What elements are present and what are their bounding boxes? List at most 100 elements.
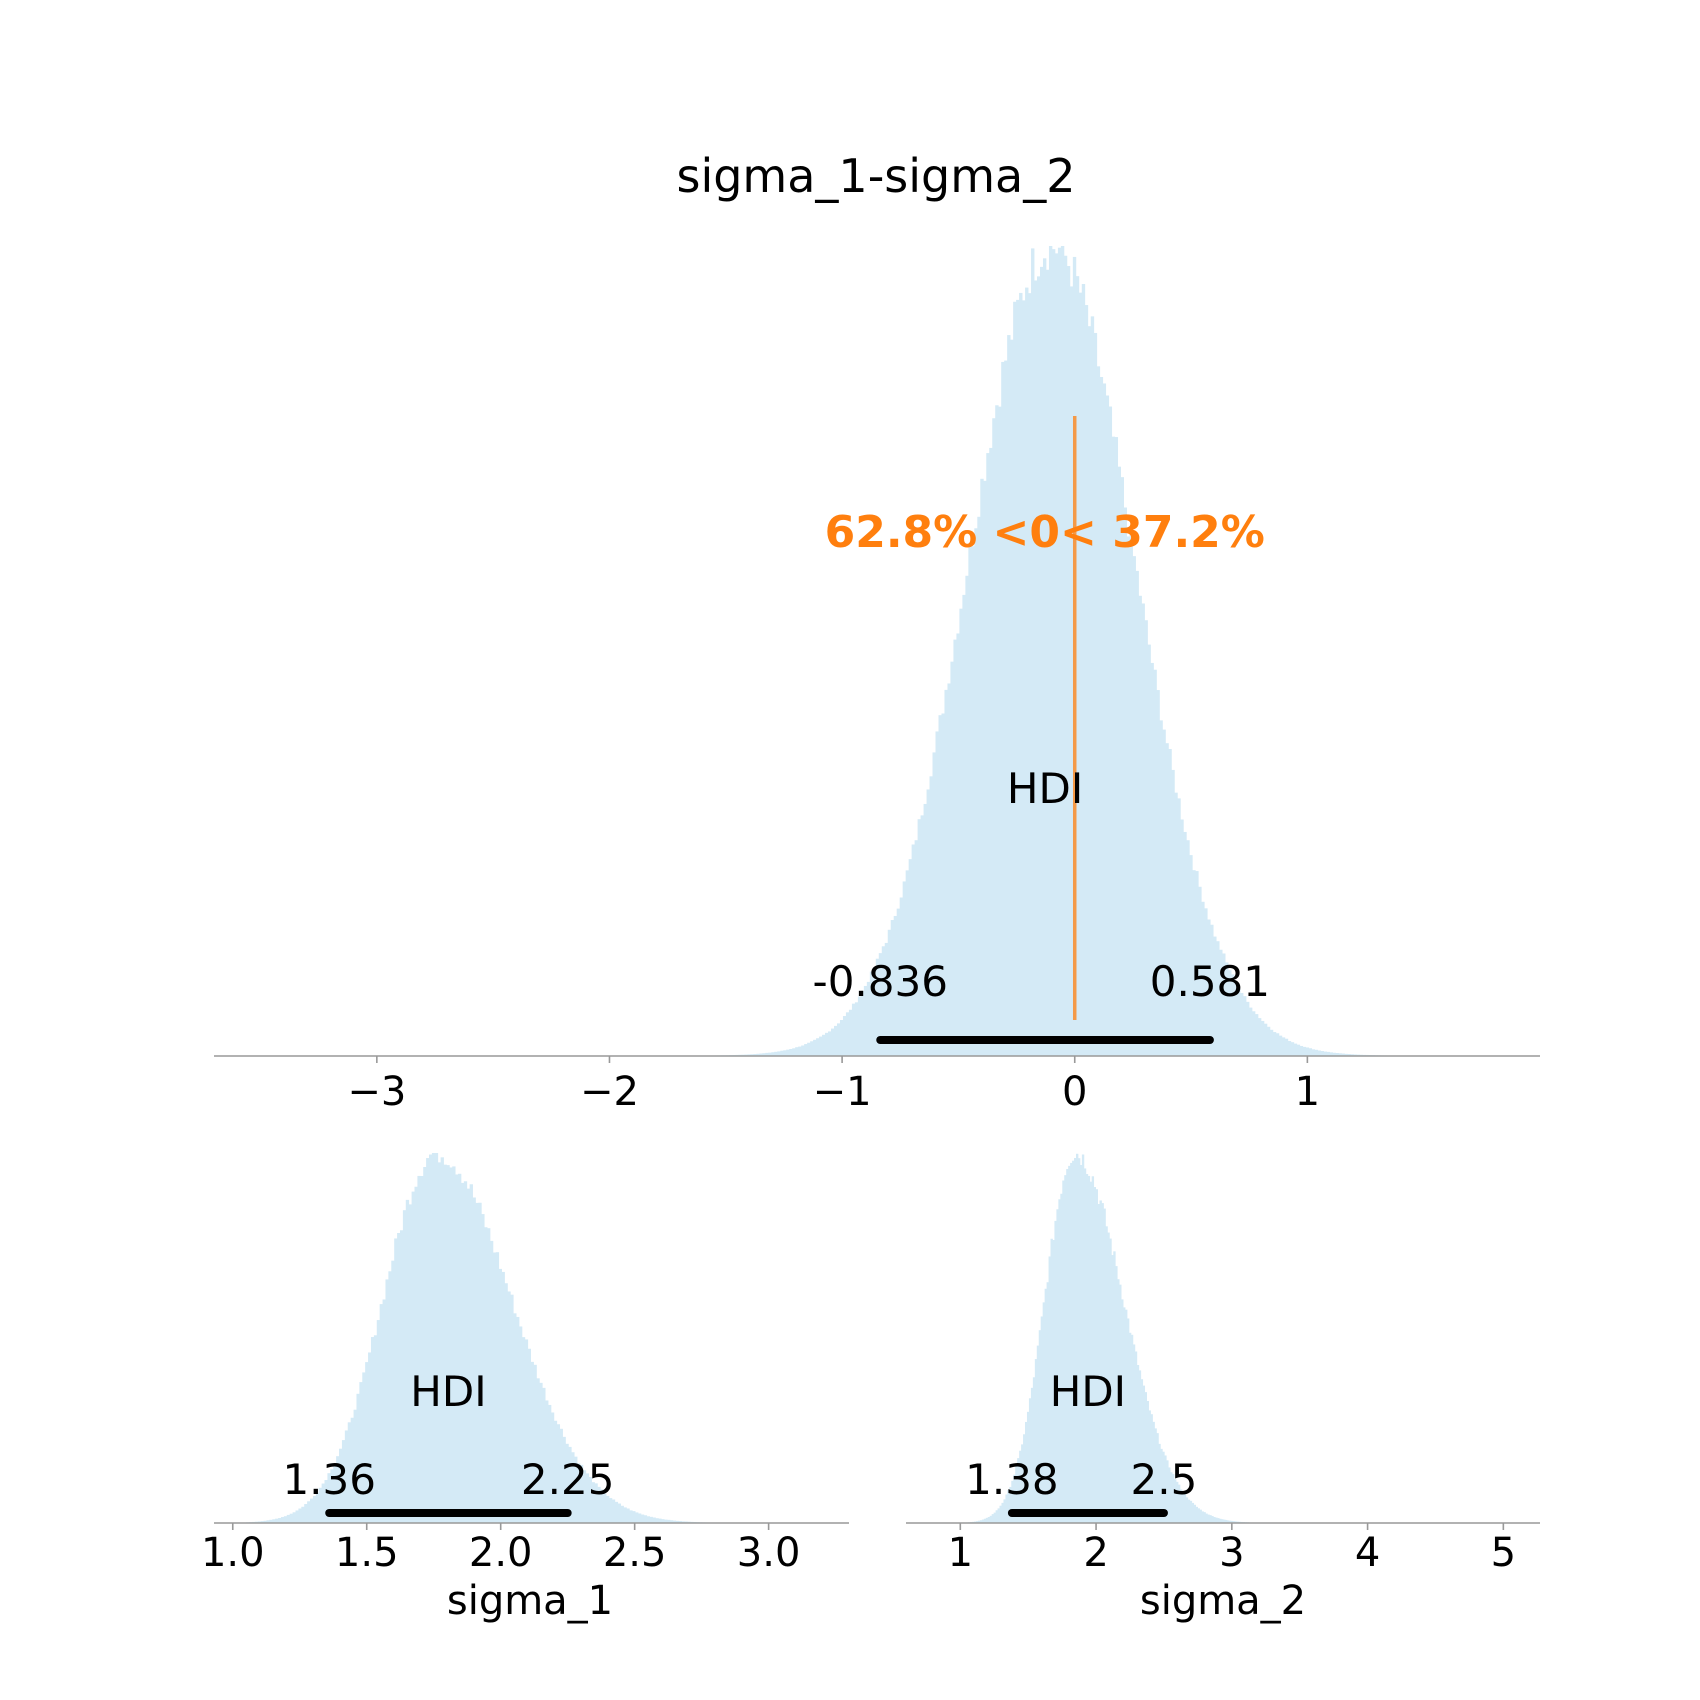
histogram-bar [1038, 1330, 1042, 1523]
histogram-bar [498, 1268, 502, 1523]
histogram-bar [301, 1506, 305, 1523]
histogram-bar [1009, 1486, 1012, 1523]
histogram-bar [1042, 258, 1047, 1056]
histogram-bar [1257, 1018, 1262, 1056]
histogram-bar [1005, 1494, 1008, 1523]
histogram-bar [944, 689, 948, 1056]
histogram-bar [330, 1469, 334, 1523]
histogram-bar [504, 1283, 508, 1523]
histogram-bar [495, 1252, 500, 1523]
histogram-bar [1034, 280, 1038, 1056]
histogram-bar [1072, 1160, 1075, 1523]
histogram-bar [1168, 1467, 1171, 1523]
histogram-bar [1284, 1038, 1289, 1056]
histogram-bar [1198, 886, 1202, 1056]
histogram-bar [568, 1446, 572, 1523]
histogram-bar [379, 1304, 383, 1523]
histogram-bar [917, 819, 921, 1056]
histogram-bar [1187, 1499, 1191, 1523]
histogram-bar [1031, 248, 1035, 1056]
histogram-bar [1183, 831, 1187, 1056]
histogram-bar [289, 1513, 293, 1523]
histogram-bar [1081, 284, 1086, 1056]
histogram-bar [941, 713, 945, 1056]
histogram-bar [1001, 1502, 1004, 1523]
histogram-bar [292, 1512, 296, 1523]
histogram-bar [397, 1233, 401, 1523]
histogram-bar [307, 1501, 311, 1523]
histogram-bar [1048, 1256, 1051, 1523]
histogram-bar [1192, 870, 1196, 1056]
histogram-bar [458, 1173, 462, 1523]
histogram-bar [1134, 1351, 1138, 1523]
histogram-bar [571, 1452, 575, 1523]
histogram-bar [1108, 406, 1113, 1057]
histogram-bar [1223, 1519, 1226, 1523]
histogram-bar [510, 1294, 514, 1523]
histogram-bar [1207, 919, 1211, 1056]
histogram-bar [1174, 1479, 1177, 1523]
histogram-bar [750, 1054, 754, 1056]
histogram-bar [1350, 1054, 1354, 1056]
histogram-bar [426, 1158, 430, 1523]
histogram-bar [1254, 1014, 1259, 1056]
histogram-bar [603, 1493, 607, 1523]
histogram-bar [1180, 819, 1184, 1056]
histogram-bar [992, 418, 996, 1056]
histogram-bar [1030, 1387, 1034, 1523]
histogram-bar [652, 1517, 656, 1523]
histogram-bar [484, 1227, 488, 1523]
histogram-bar [286, 1514, 291, 1523]
histogram-bar [997, 1508, 1000, 1523]
histogram-bar [1136, 1365, 1140, 1523]
x-tick-label: 4 [1355, 1530, 1380, 1576]
histogram-bar [839, 1019, 844, 1056]
histogram-bar [993, 1512, 997, 1523]
histogram-bar [585, 1473, 590, 1523]
histogram-bar [834, 1025, 838, 1056]
histogram-bar [1081, 1154, 1085, 1523]
histogram-bar [643, 1515, 648, 1523]
histogram-bar [983, 1518, 987, 1523]
histogram-bar [914, 840, 918, 1056]
histogram-bar [795, 1047, 799, 1056]
histogram-bar [780, 1050, 784, 1056]
histogram-bar [638, 1513, 642, 1523]
histogram-bar [1168, 749, 1172, 1056]
histogram-bar [1278, 1035, 1283, 1056]
histogram-bar [359, 1382, 363, 1523]
histogram-bar [1152, 1421, 1155, 1523]
histogram-bar [582, 1470, 587, 1523]
histogram-bar [350, 1417, 354, 1523]
hdi-upper-label: 2.25 [521, 1455, 615, 1504]
histogram-bar [1111, 1255, 1114, 1523]
histogram-bar [318, 1487, 323, 1523]
x-tick-label: 1.5 [335, 1530, 399, 1576]
histogram-bar [1132, 556, 1136, 1056]
histogram-bar [492, 1252, 497, 1523]
histogram-bar [1011, 1480, 1014, 1523]
histogram-bar [1140, 1379, 1144, 1523]
histogram-bar [1089, 1181, 1093, 1523]
histogram-bar [1215, 1517, 1218, 1523]
histogram-bar [985, 1517, 989, 1523]
histogram-bar [1025, 287, 1029, 1056]
histogram-bar [1078, 292, 1083, 1056]
histogram-bar [434, 1153, 439, 1523]
histogram-bar [1135, 570, 1139, 1056]
histogram-bar [974, 528, 978, 1056]
histogram-bar [842, 1016, 847, 1056]
histogram-bar [1243, 996, 1247, 1056]
histogram-bar [953, 639, 957, 1056]
histogram-bar [819, 1036, 823, 1056]
histogram-bar [1335, 1053, 1339, 1056]
histogram-bar [1275, 1033, 1280, 1056]
histogram-bar [1007, 335, 1011, 1056]
histogram-bar [893, 915, 898, 1056]
histogram-bar [1013, 301, 1017, 1056]
histogram-bar [1338, 1053, 1342, 1056]
histogram-bar [1142, 1385, 1146, 1523]
histogram-bar [863, 985, 868, 1056]
histogram-bar [1064, 1175, 1067, 1523]
